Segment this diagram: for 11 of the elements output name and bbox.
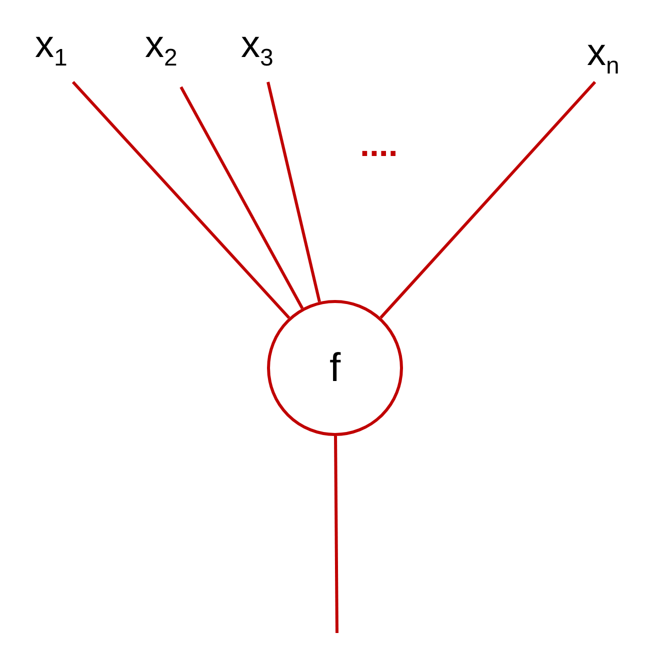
connector-line (380, 81, 596, 319)
input-label: x$_{3}$ (241, 26, 274, 82)
ellipsis-label: .... (360, 128, 398, 162)
connector-line (180, 86, 304, 310)
connector-line (266, 82, 321, 302)
input-label: x$_{1}$ (35, 26, 68, 82)
input-label: x$_{n}$ (587, 34, 620, 82)
connector-line (334, 436, 338, 634)
connector-line (72, 80, 290, 319)
input-label: x$_{2}$ (145, 26, 178, 87)
function-label: f (329, 348, 341, 388)
